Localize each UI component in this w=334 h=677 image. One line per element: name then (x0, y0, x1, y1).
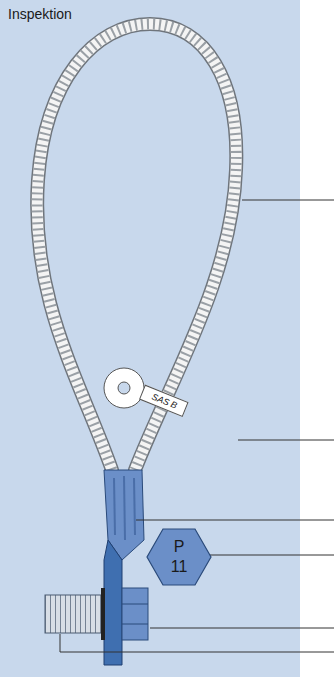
node-text: P 11 (168, 537, 190, 577)
bolt-head-marking: P 11 (146, 528, 212, 586)
background-panel (0, 0, 300, 677)
diagram-title: Inspektion (8, 6, 72, 22)
hexagon-outline (146, 528, 212, 586)
